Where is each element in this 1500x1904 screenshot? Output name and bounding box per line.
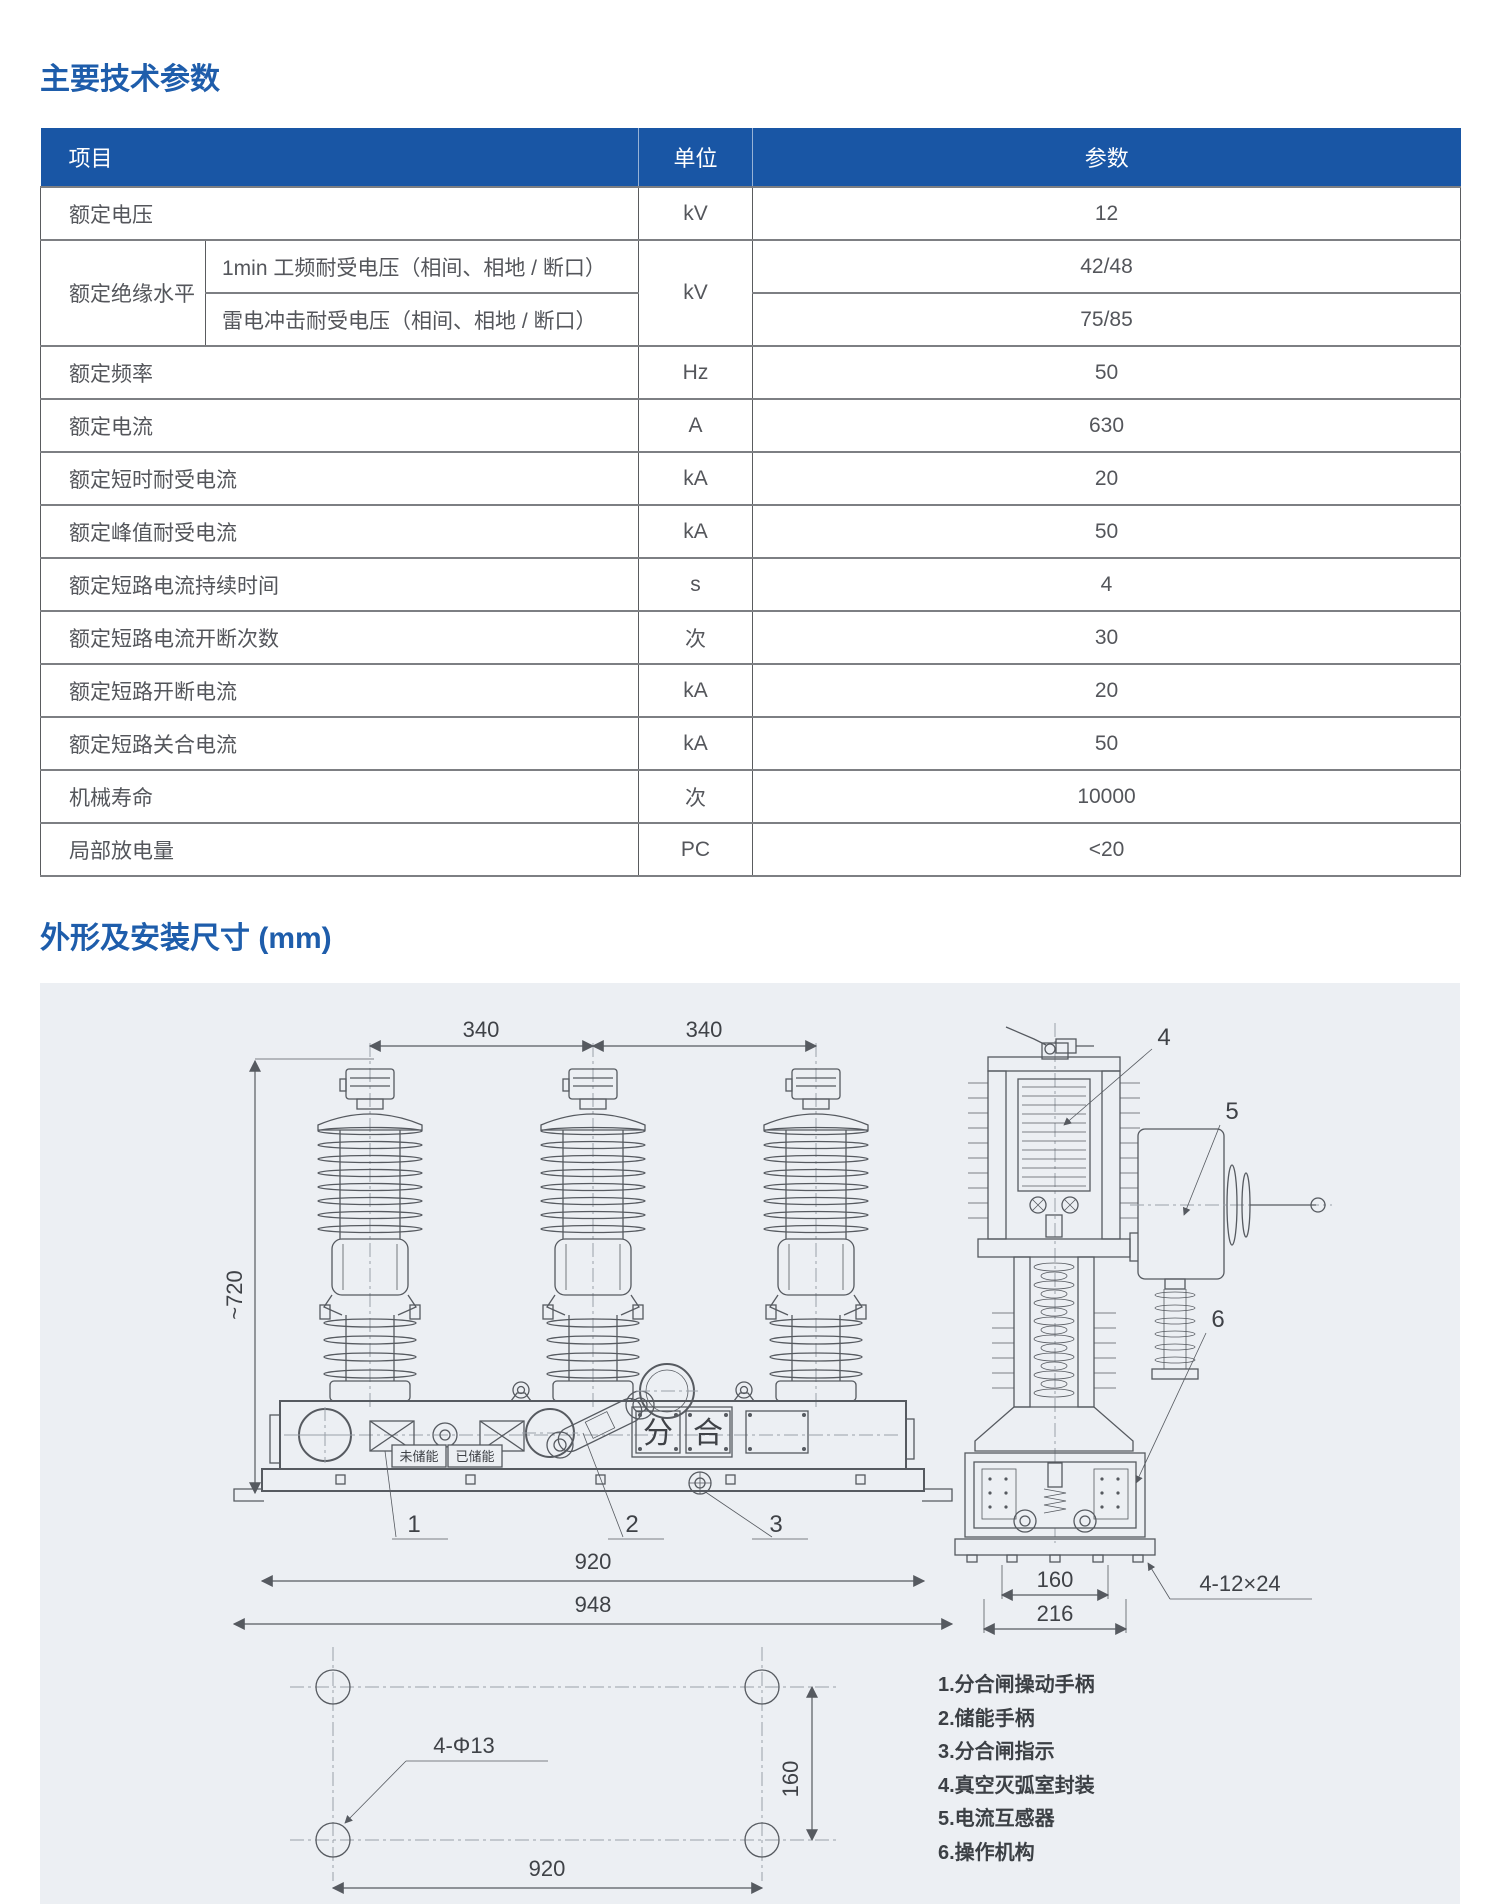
header-unit: 单位 xyxy=(638,128,754,187)
hole-note: 4-Φ13 xyxy=(433,1733,495,1758)
table-cell: 局部放电量 xyxy=(39,822,640,877)
table-cell: 额定短路开断电流 xyxy=(39,663,640,718)
table-cell: 额定频率 xyxy=(39,345,640,400)
legend-item: 4.真空灭弧室封装 xyxy=(938,1774,1095,1797)
table-cell: 630 xyxy=(752,398,1462,453)
plan-dim-width: 920 xyxy=(529,1856,566,1881)
front-view: 340 340 ~720 xyxy=(222,1017,954,1630)
table-cell: 额定短路关合电流 xyxy=(39,716,640,771)
callout-5: 5 xyxy=(1225,1098,1238,1125)
table-cell: 20 xyxy=(752,663,1462,718)
dim-base-inner: 920 xyxy=(575,1549,612,1574)
callout-1: 1 xyxy=(407,1511,420,1538)
table-row: 雷电冲击耐受电压（相间、相地 / 断口） 75/85 xyxy=(41,292,1462,347)
spec-table-head: 项目 单位 参数 xyxy=(40,128,1461,187)
table-cell: 20 xyxy=(752,451,1462,506)
table-cell: s xyxy=(638,557,754,612)
section-title-dimensions: 外形及安装尺寸 (mm) xyxy=(40,922,332,955)
table-cell: 12 xyxy=(752,186,1462,241)
technical-drawing: 340 340 ~720 xyxy=(222,1017,1332,1894)
table-cell: 75/85 xyxy=(752,292,1462,347)
drawing-legend: 1.分合闸操动手柄 2.储能手柄 3.分合闸指示 4.真空灭弧室封装 5.电流互感器 6.… xyxy=(938,1669,1095,1870)
section-title-parameters: 主要技术参数 xyxy=(40,63,220,96)
tag-not-charged: 未储能 xyxy=(399,1449,438,1464)
table-cell: kA xyxy=(638,663,754,718)
indicator-close-label: 合 xyxy=(693,1417,723,1450)
legend-item: 1.分合闸操动手柄 xyxy=(938,1674,1095,1696)
table-cell: 42/48 xyxy=(752,239,1462,294)
table-cell: kA xyxy=(638,716,754,771)
table-cell: kA xyxy=(638,451,754,506)
dim-base-outer: 948 xyxy=(575,1592,612,1617)
table-cell: 次 xyxy=(638,769,754,824)
legend-item: 3.分合闸指示 xyxy=(938,1741,1055,1763)
table-cell: 额定电流 xyxy=(39,398,640,453)
header-value: 参数 xyxy=(752,128,1461,187)
table-cell: 50 xyxy=(752,716,1462,771)
table-cell: 1min 工频耐受电压（相间、相地 / 断口） xyxy=(204,239,640,294)
header-item: 项目 xyxy=(40,128,640,187)
table-cell: 50 xyxy=(752,345,1462,400)
side-view: 160 216 4-12×24 4 5 6 xyxy=(954,1023,1332,1635)
tag-charged: 已储能 xyxy=(455,1449,494,1464)
callout-6: 6 xyxy=(1211,1306,1224,1333)
mounting-plan: 4-Φ13 920 160 xyxy=(290,1647,840,1894)
table-cell: 4 xyxy=(752,557,1462,612)
table-cell: 额定短路电流开断次数 xyxy=(39,610,640,665)
bolt-note: 4-12×24 xyxy=(1199,1571,1280,1596)
table-cell: Hz xyxy=(638,345,754,400)
table-cell: 30 xyxy=(752,610,1462,665)
table-cell: 额定绝缘水平 xyxy=(40,239,206,347)
table-cell: 额定电压 xyxy=(39,186,640,241)
table-cell: <20 xyxy=(752,822,1462,877)
table-cell: kV xyxy=(638,239,754,347)
dim-side-inner: 160 xyxy=(1037,1567,1074,1592)
dim-side-outer: 216 xyxy=(1037,1601,1074,1626)
indicator-open-label: 分 xyxy=(643,1417,673,1450)
drawing-panel: 340 340 ~720 xyxy=(40,983,1460,1904)
table-cell: 额定短路电流持续时间 xyxy=(39,557,640,612)
legend-item: 5.电流互感器 xyxy=(938,1808,1055,1830)
dim-height: ~720 xyxy=(222,1270,247,1320)
table-cell: 额定短时耐受电流 xyxy=(39,451,640,506)
table-cell: A xyxy=(638,398,754,453)
table-cell: 雷电冲击耐受电压（相间、相地 / 断口） xyxy=(204,292,640,347)
table-cell: PC xyxy=(638,822,754,877)
table-cell: kV xyxy=(638,186,754,241)
callout-2: 2 xyxy=(625,1511,638,1538)
table-header-row: 项目 单位 参数 xyxy=(40,128,1461,187)
callout-3: 3 xyxy=(769,1511,782,1538)
callout-4: 4 xyxy=(1157,1024,1170,1051)
table-cell: 次 xyxy=(638,610,754,665)
dim-span-left: 340 xyxy=(463,1017,500,1042)
table-cell: 50 xyxy=(752,504,1462,559)
table-cell: 额定峰值耐受电流 xyxy=(39,504,640,559)
table-cell: 机械寿命 xyxy=(39,769,640,824)
table-cell: 10000 xyxy=(752,769,1462,824)
legend-item: 6.操作机构 xyxy=(938,1841,1035,1864)
table-cell: kA xyxy=(638,504,754,559)
dim-span-right: 340 xyxy=(686,1017,723,1042)
plan-dim-height: 160 xyxy=(778,1761,803,1798)
legend-item: 2.储能手柄 xyxy=(938,1707,1035,1730)
